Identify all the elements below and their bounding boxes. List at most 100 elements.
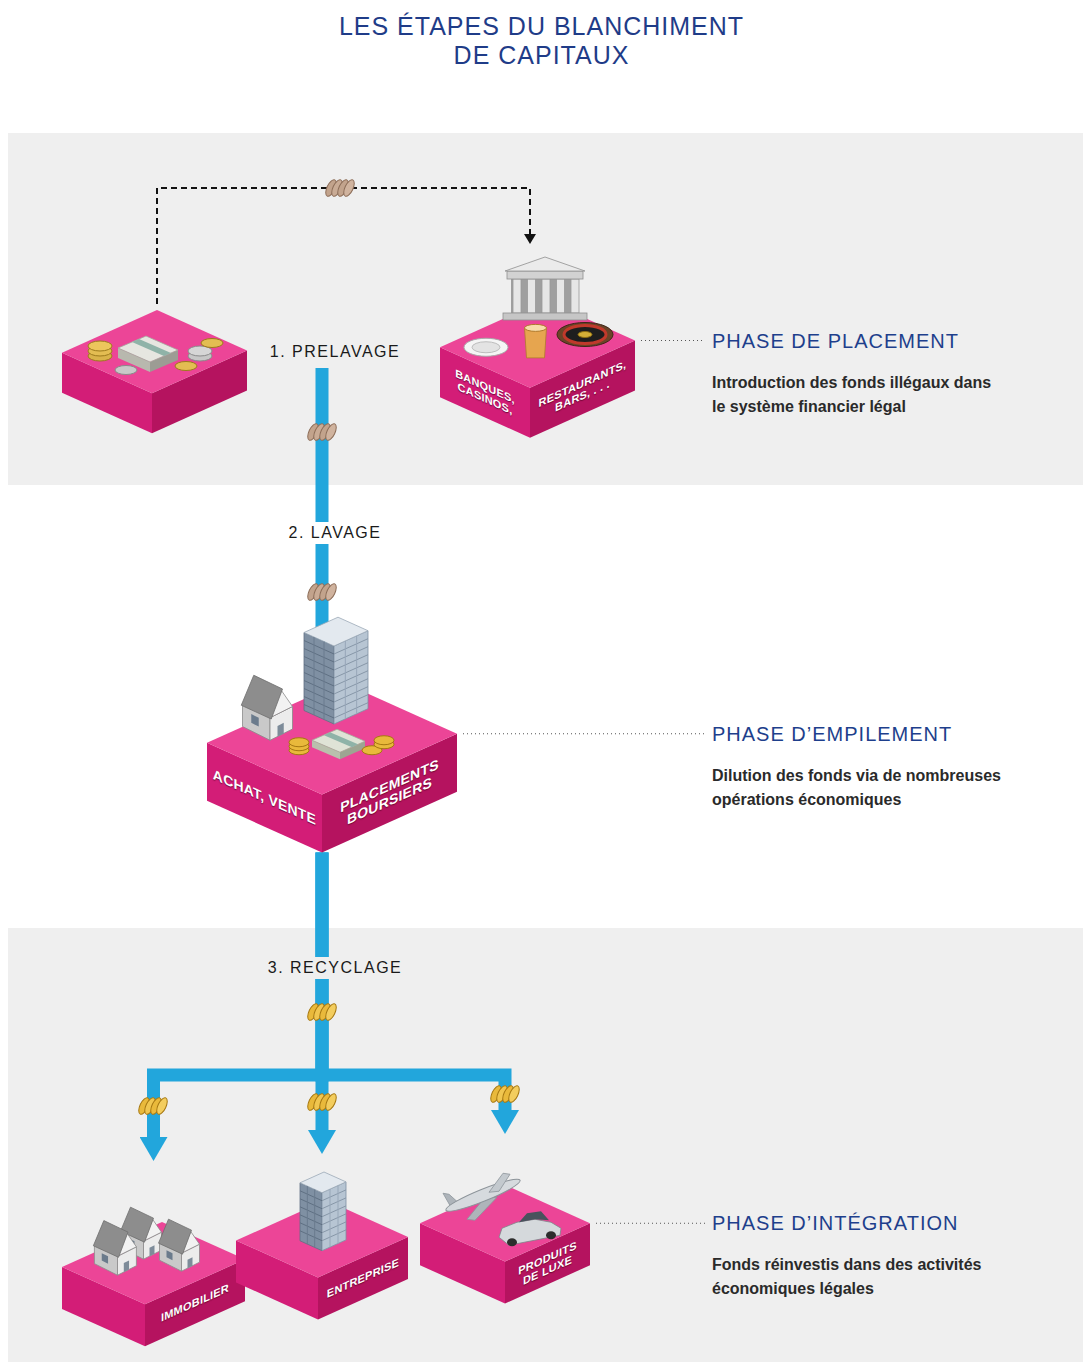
tower-window-line [330, 1189, 331, 1247]
drink-surface [525, 324, 547, 331]
tower-window-line [307, 1186, 308, 1244]
tower-window-line [304, 705, 334, 719]
tower-window-line [334, 671, 368, 686]
block-top-face [62, 310, 247, 393]
tower-face [304, 633, 334, 725]
coin-roll [489, 1084, 522, 1104]
label-wrap: Dilution des fonds via de nombreuses opé… [712, 764, 1002, 812]
tower-window-line [300, 1199, 322, 1209]
coin-roll [306, 1002, 339, 1022]
house-door [278, 723, 284, 737]
house-window [167, 1250, 173, 1260]
coin-roll [324, 178, 357, 198]
bank-steps [503, 313, 587, 320]
title-wrap: LES ÉTAPES DU BLANCHIMENT DE CAPITAUX [0, 12, 1083, 70]
house-roof [241, 675, 282, 719]
phase-title: PHASE DE PLACEMENT [712, 330, 959, 352]
tower-window-line [334, 663, 368, 678]
tower-window-line [304, 665, 334, 679]
flow-trunk [316, 368, 329, 650]
diagram-title: LES ÉTAPES DU BLANCHIMENT DE CAPITAUX [322, 12, 762, 70]
block-art [440, 245, 635, 438]
coin [88, 341, 112, 351]
leader-line [641, 340, 705, 341]
house-door [124, 1260, 129, 1272]
dashed-arrow [157, 188, 530, 304]
bill-stack-top [118, 336, 178, 362]
tower-window-line [324, 642, 325, 720]
label-wrap: 3. RECYCLAGE [262, 957, 408, 979]
car-wheel [507, 1238, 517, 1246]
pink-block: BANQUES, CASINOS,RESTAURANTS, BARS, . . … [440, 245, 635, 438]
coin-roll [306, 422, 339, 442]
label-wrap: Introduction des fonds illégaux dans le … [712, 371, 1002, 419]
tower-window-line [334, 679, 368, 694]
tower-window-line [304, 673, 334, 687]
drink-glass [525, 328, 547, 358]
tower-window-line [356, 636, 357, 714]
phase-title: PHASE D’INTÉGRATION [712, 1212, 958, 1234]
dish-center [472, 342, 500, 353]
tower-window-line [314, 637, 315, 715]
tower-window-line [322, 1230, 346, 1241]
bank-pediment [505, 257, 585, 271]
coin [289, 738, 309, 747]
tower-window-line [304, 681, 334, 695]
coin [115, 366, 137, 375]
tower-face [334, 631, 368, 724]
label-wrap: 2. LAVAGE [283, 522, 388, 544]
house-window [251, 714, 259, 727]
roulette-wheel [564, 326, 606, 344]
tower-window-line [334, 687, 368, 702]
bill-band [324, 732, 358, 747]
car-window [519, 1211, 549, 1222]
tower-face [322, 1182, 346, 1251]
step-label: 1. PRELAVAGE [264, 341, 406, 363]
coin [175, 362, 197, 371]
tower-face [300, 1183, 322, 1251]
tower-window-line [304, 689, 334, 703]
tower-window-line [304, 649, 334, 663]
leader-line [596, 1223, 705, 1224]
coin [201, 339, 223, 348]
dish-plate [464, 338, 508, 356]
label-wrap: PHASE D’INTÉGRATION [712, 1212, 958, 1234]
leader-line [463, 733, 705, 734]
bank-column [528, 279, 536, 313]
phase-title: PHASE D’EMPILEMENT [712, 723, 952, 745]
tower-window-line [304, 657, 334, 671]
tower-window-line [300, 1223, 322, 1233]
tower-window-line [334, 695, 368, 710]
plane-body [444, 1175, 523, 1216]
house-roof [93, 1221, 128, 1258]
block-art [236, 1155, 408, 1319]
phase-band [8, 928, 1083, 1362]
bill-stack-top [312, 729, 365, 752]
tower-window-line [304, 697, 334, 711]
bill-band [132, 339, 171, 356]
tower-window-line [338, 1186, 339, 1244]
coin-roll [306, 582, 339, 602]
step-label: 3. RECYCLAGE [262, 957, 408, 979]
house-door [188, 1257, 193, 1268]
tower-window-line [300, 1231, 322, 1241]
phase-description: Dilution des fonds via de nombreuses opé… [712, 764, 1002, 812]
car-wheel [546, 1231, 556, 1239]
label-wrap: PHASE D’EMPILEMENT [712, 723, 952, 745]
car-body [499, 1219, 561, 1245]
dashed-arrow-head [524, 234, 536, 244]
coin-roll [306, 1092, 339, 1112]
block-art [62, 1162, 245, 1346]
bank-entablature [507, 271, 583, 279]
block-art [207, 612, 457, 853]
block-art [420, 1135, 590, 1304]
bank-wall [511, 279, 579, 313]
phase-band [8, 133, 1083, 485]
label-wrap: Fonds réinvestis dans des activités écon… [712, 1253, 1002, 1301]
step-label: 2. LAVAGE [283, 522, 388, 544]
bank-column [571, 279, 579, 313]
phase-description: Introduction des fonds illégaux dans le … [712, 371, 1002, 419]
coin [374, 736, 394, 745]
